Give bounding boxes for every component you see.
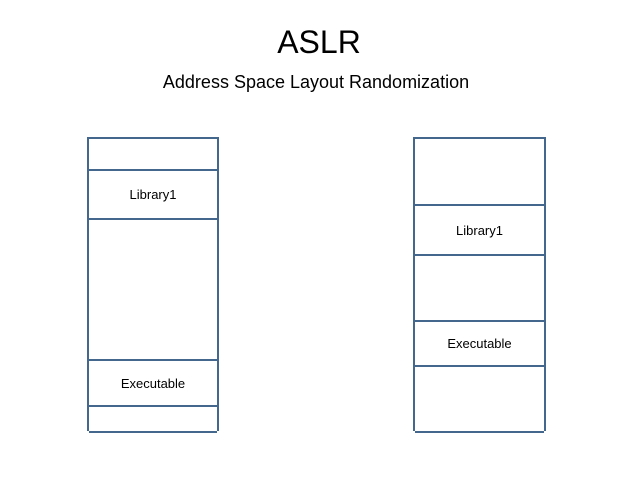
right-segment-library1: Library1 bbox=[415, 206, 544, 256]
right-executable-label: Executable bbox=[447, 336, 512, 351]
slide-title: ASLR bbox=[277, 24, 361, 60]
left-library1-label: Library1 bbox=[129, 187, 177, 202]
right-library1-label: Library1 bbox=[456, 222, 503, 238]
right-segment-bottom bbox=[415, 367, 544, 433]
left-segment-library1: Library1 bbox=[89, 171, 217, 220]
slide-subtitle: Address Space Layout Randomization bbox=[162, 72, 470, 92]
right-segment-top bbox=[415, 139, 544, 206]
left-segment-top bbox=[89, 139, 217, 171]
left-executable-label: Executable bbox=[120, 375, 186, 391]
right-memory-layout: Library1 Executable bbox=[413, 137, 546, 433]
left-segment-gap bbox=[89, 220, 217, 361]
right-segment-executable: Executable bbox=[415, 322, 544, 367]
left-segment-bottom bbox=[89, 407, 217, 433]
left-memory-layout: Library1 Executable bbox=[87, 137, 219, 433]
left-segment-executable: Executable bbox=[89, 361, 217, 407]
right-segment-gap bbox=[415, 256, 544, 322]
